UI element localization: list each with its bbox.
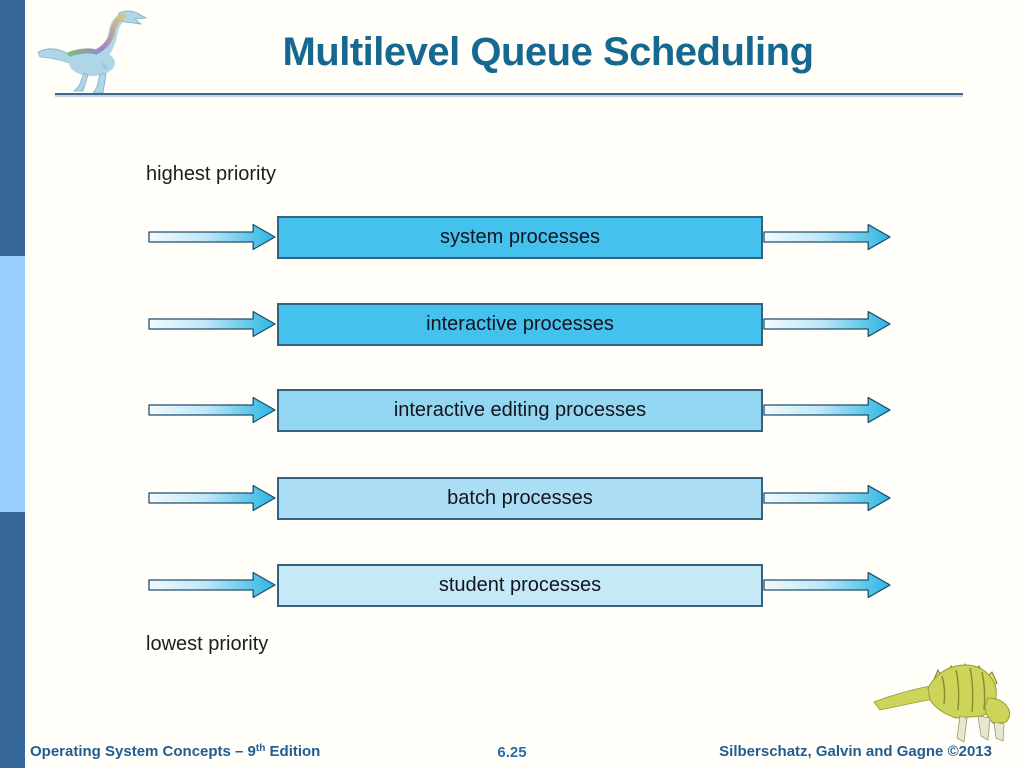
title-underline bbox=[55, 93, 963, 95]
outbound-arrow-icon bbox=[763, 396, 891, 424]
queue-row: batch processes bbox=[148, 477, 892, 520]
outbound-arrow-icon bbox=[763, 571, 891, 599]
highest-priority-label: highest priority bbox=[146, 163, 277, 185]
footer-book-title-prefix: Operating System Concepts – 9 bbox=[30, 743, 256, 760]
slide-title: Multilevel Queue Scheduling bbox=[282, 30, 814, 74]
outbound-arrow-icon bbox=[763, 223, 891, 251]
queue-box: interactive processes bbox=[277, 303, 763, 346]
footer-authors: Silberschatz, Galvin and Gagne ©2013 bbox=[719, 743, 992, 760]
inbound-arrow-icon bbox=[148, 310, 276, 338]
footer-book-title: Operating System Concepts – 9th Edition bbox=[30, 743, 320, 760]
queue-label: batch processes bbox=[447, 487, 593, 509]
queue-row: student processes bbox=[148, 564, 892, 607]
inbound-arrow-icon bbox=[148, 223, 276, 251]
queue-box: student processes bbox=[277, 564, 763, 607]
queue-label: interactive processes bbox=[426, 313, 614, 335]
queue-label: system processes bbox=[439, 226, 601, 248]
left-accent-bar-middle bbox=[0, 256, 25, 512]
queue-row: system processes bbox=[148, 216, 892, 259]
inbound-arrow-icon bbox=[148, 571, 276, 599]
dinosaur-logo-icon bbox=[37, 10, 148, 94]
left-accent-bar-bottom bbox=[0, 512, 25, 768]
queue-label: student processes bbox=[438, 574, 602, 596]
footer-book-title-superscript: th bbox=[255, 743, 266, 754]
queue-box: system processes bbox=[277, 216, 763, 259]
queue-row: interactive editing processes bbox=[148, 389, 892, 432]
queue-box: batch processes bbox=[277, 477, 763, 520]
inbound-arrow-icon bbox=[148, 396, 276, 424]
dinosaur-logo-icon bbox=[873, 662, 1011, 743]
queue-box: interactive editing processes bbox=[277, 389, 763, 432]
outbound-arrow-icon bbox=[763, 310, 891, 338]
queue-row: interactive processes bbox=[148, 303, 892, 346]
lowest-priority-label: lowest priority bbox=[146, 633, 269, 655]
outbound-arrow-icon bbox=[763, 484, 891, 512]
slide-page-number: 6.25 bbox=[497, 744, 527, 761]
queue-label: interactive editing processes bbox=[393, 399, 647, 421]
footer-book-title-suffix: Edition bbox=[265, 743, 321, 760]
inbound-arrow-icon bbox=[148, 484, 276, 512]
left-accent-bar-top bbox=[0, 0, 25, 256]
